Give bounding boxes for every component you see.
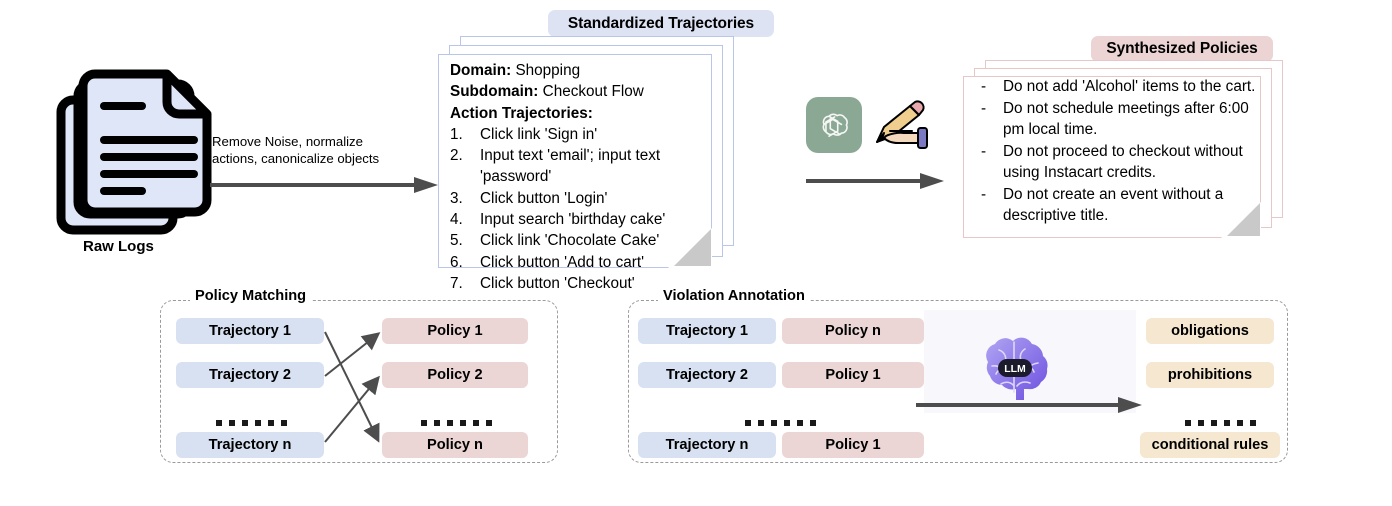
action-text: Input search 'birthday cake'	[480, 211, 666, 229]
action-number: 5.	[450, 232, 463, 250]
policy-text: Do not create an event without a descrip…	[1003, 185, 1224, 225]
raw-logs-icon	[52, 62, 232, 237]
policy-matching-policy-1[interactable]: Policy 1	[382, 318, 528, 344]
action-item: 5. Click link 'Chocolate Cake'	[450, 230, 718, 251]
action-text: Click button 'Add to cart'	[480, 253, 644, 271]
policy-bullet: -	[981, 185, 987, 203]
llm-badge-text: LLM	[1004, 363, 1026, 375]
violation-output-conditional-rules[interactable]: conditional rules	[1140, 432, 1280, 458]
violation-outputs-ellipsis	[1185, 420, 1256, 426]
action-number: 3.	[450, 189, 463, 207]
policy-matching-policy-n[interactable]: Policy n	[382, 432, 528, 458]
transform-arrow-label-line2: actions, canonicalize objects	[212, 151, 380, 166]
synthesized-policies-title: Synthesized Policies	[1091, 36, 1273, 62]
action-item: 4. Input search 'birthday cake'	[450, 209, 718, 230]
subdomain-value: Checkout Flow	[542, 83, 644, 101]
domain-label: Domain	[450, 62, 507, 79]
trajectory-card-content: Domain: Shopping Subdomain: Checkout Flo…	[450, 60, 718, 294]
action-number: 7.	[450, 274, 463, 292]
writing-hand-icon	[874, 100, 932, 155]
violation-policy-2[interactable]: Policy 1	[782, 362, 924, 388]
domain-line: Domain: Shopping	[450, 62, 581, 79]
synthesis-arrow-icon	[806, 172, 946, 195]
synthesized-policies-card-stack	[963, 60, 1293, 240]
violation-policy-n[interactable]: Policy 1	[782, 432, 924, 458]
policy-bullet: -	[981, 99, 987, 117]
subdomain-line: Subdomain: Checkout Flow	[450, 83, 644, 101]
action-text: Click link 'Sign in'	[480, 125, 598, 143]
policy-matching-trajectory-1[interactable]: Trajectory 1	[176, 318, 324, 344]
action-item: 3. Click button 'Login'	[450, 188, 718, 209]
policy-card-content: - Do not add 'Alcohol' items to the cart…	[981, 76, 1271, 227]
action-item: 1. Click link 'Sign in'	[450, 124, 718, 145]
action-text: Input text 'email'; input text 'password…	[480, 147, 661, 186]
policy-item: - Do not schedule meetings after 6:00 pm…	[981, 98, 1271, 141]
violation-annotation-title: Violation Annotation	[658, 288, 810, 304]
trajectory-sheet-front	[438, 54, 712, 268]
policy-matching-trajectory-2[interactable]: Trajectory 2	[176, 362, 324, 388]
brain-icon: LLM	[968, 336, 1058, 413]
policy-matching-trajectory-ellipsis	[216, 420, 287, 426]
standardized-trajectories-card-stack	[438, 36, 738, 268]
violation-arrow-icon	[916, 396, 1144, 419]
standardized-trajectories-title: Standardized Trajectories	[548, 10, 774, 37]
action-text: Click link 'Chocolate Cake'	[480, 232, 660, 250]
action-number: 4.	[450, 211, 463, 229]
violation-trajectory-1[interactable]: Trajectory 1	[638, 318, 776, 344]
policy-bullet: -	[981, 142, 987, 160]
openai-logo-icon	[806, 97, 862, 158]
raw-logs-label: Raw Logs	[83, 238, 154, 255]
policy-matching-box	[160, 300, 558, 463]
violation-output-obligations[interactable]: obligations	[1146, 318, 1274, 344]
subdomain-label: Subdomain	[450, 83, 534, 101]
action-item: 2. Input text 'email'; input text 'passw…	[450, 145, 718, 188]
action-number: 1.	[450, 125, 463, 143]
policy-matching-trajectory-n[interactable]: Trajectory n	[176, 432, 324, 458]
policy-text: Do not add 'Alcohol' items to the cart.	[1003, 78, 1256, 95]
policy-matching-policy-2[interactable]: Policy 2	[382, 362, 528, 388]
action-item: 7. Click button 'Checkout'	[450, 273, 718, 294]
violation-trajectory-2[interactable]: Trajectory 2	[638, 362, 776, 388]
policy-text: Do not schedule meetings after 6:00 pm l…	[1003, 99, 1249, 139]
actions-heading: Action Trajectories:	[450, 104, 593, 122]
violation-output-prohibitions[interactable]: prohibitions	[1146, 362, 1274, 388]
policy-item: - Do not proceed to checkout without usi…	[981, 141, 1271, 184]
policy-text: Do not proceed to checkout without using…	[1003, 142, 1243, 182]
domain-value: Shopping	[515, 62, 581, 79]
action-text: Click button 'Login'	[480, 189, 608, 207]
violation-pairs-ellipsis	[745, 420, 816, 426]
policy-matching-policy-ellipsis	[421, 420, 492, 426]
violation-policy-1[interactable]: Policy n	[782, 318, 924, 344]
violation-trajectory-n[interactable]: Trajectory n	[638, 432, 776, 458]
transform-arrow-label-line1: Remove Noise, normalize	[212, 134, 363, 149]
action-number: 2.	[450, 147, 463, 165]
action-number: 6.	[450, 253, 463, 271]
action-item: 6. Click button 'Add to cart'	[450, 252, 718, 273]
policy-item: - Do not create an event without a descr…	[981, 184, 1271, 227]
policy-bullet: -	[981, 78, 987, 95]
policy-item: - Do not add 'Alcohol' items to the cart…	[981, 76, 1271, 97]
policy-matching-title: Policy Matching	[190, 288, 312, 304]
transform-arrow-icon	[210, 176, 440, 199]
action-text: Click button 'Checkout'	[480, 274, 635, 292]
policy-sheet-front	[963, 76, 1261, 238]
violation-annotation-box	[628, 300, 1288, 463]
policy-matching-link-arrows	[324, 331, 381, 443]
